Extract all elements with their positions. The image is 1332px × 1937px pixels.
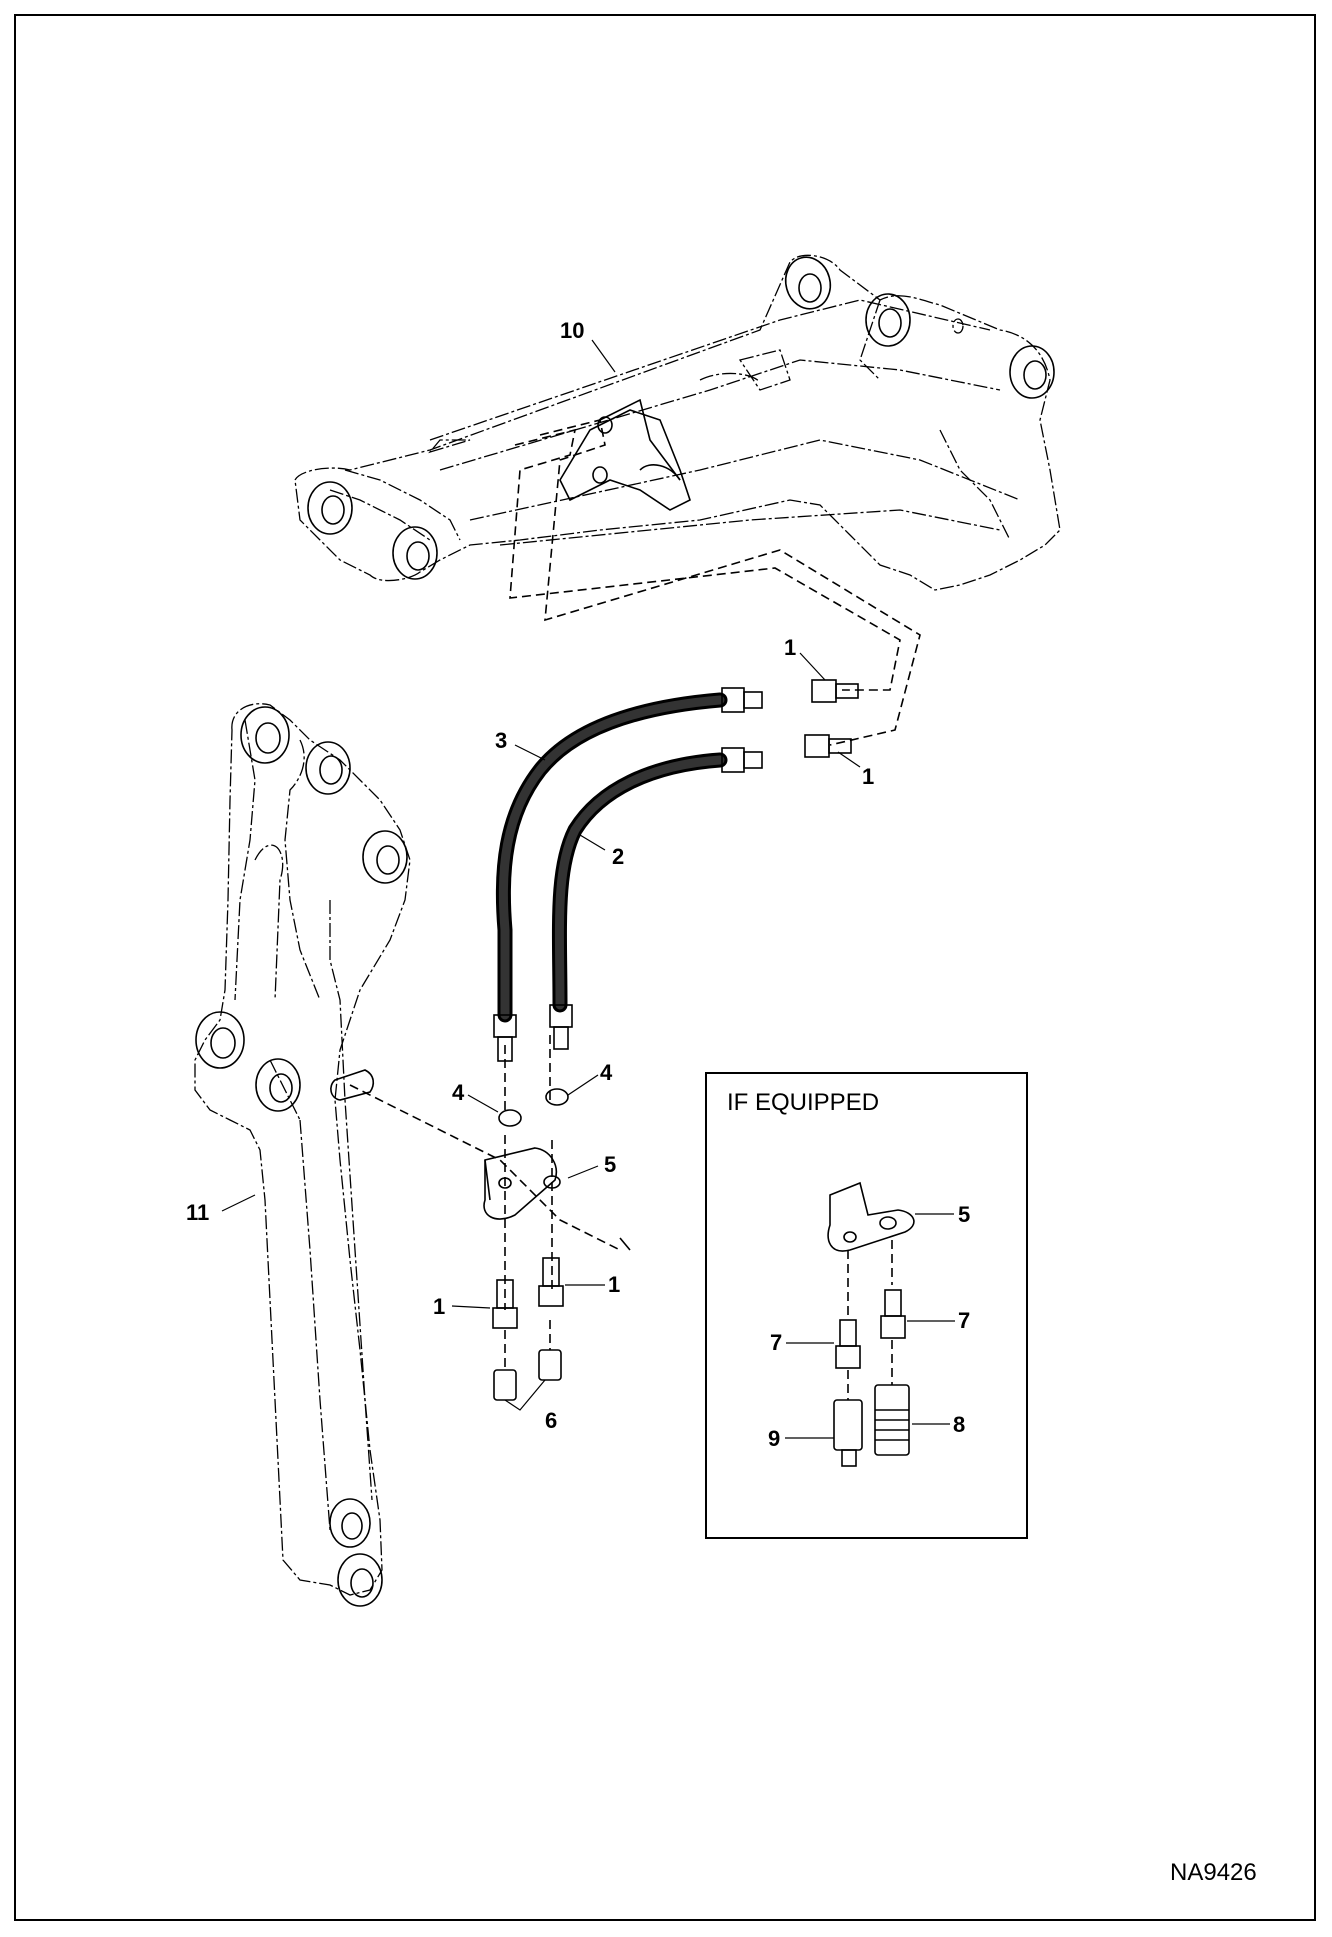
hose-routing-lines [349, 419, 921, 1370]
callout-5-inset: 5 [958, 1202, 970, 1227]
callout-10: 10 [560, 318, 584, 343]
callout-4-left: 4 [452, 1080, 465, 1105]
callout-6: 6 [545, 1408, 557, 1433]
callout-leaders [221, 339, 955, 1439]
callout-9: 9 [768, 1426, 780, 1451]
arm-assembly-outline [294, 254, 1061, 591]
callout-2: 2 [612, 844, 624, 869]
callout-7-right: 7 [958, 1308, 970, 1333]
callout-3: 3 [495, 728, 507, 753]
reference-code: NA9426 [1170, 1859, 1257, 1886]
hose-assemblies [493, 687, 763, 1062]
callout-7-left: 7 [770, 1330, 782, 1355]
callout-1-top-lower: 1 [862, 764, 874, 789]
callout-5-main: 5 [604, 1152, 616, 1177]
callout-11: 11 [186, 1200, 209, 1225]
inset-title: IF EQUIPPED [727, 1089, 879, 1116]
callout-1-bottom-left: 1 [433, 1294, 445, 1319]
callout-4-right: 4 [600, 1060, 613, 1085]
fittings [483, 679, 859, 1411]
callout-8: 8 [953, 1412, 965, 1437]
callout-1-bottom-right: 1 [608, 1272, 620, 1297]
inset-if-equipped [705, 1072, 1028, 1539]
diagram-border [14, 14, 1316, 1921]
boom-assembly-outline [194, 703, 411, 1607]
callout-1-top-upper: 1 [784, 635, 796, 660]
